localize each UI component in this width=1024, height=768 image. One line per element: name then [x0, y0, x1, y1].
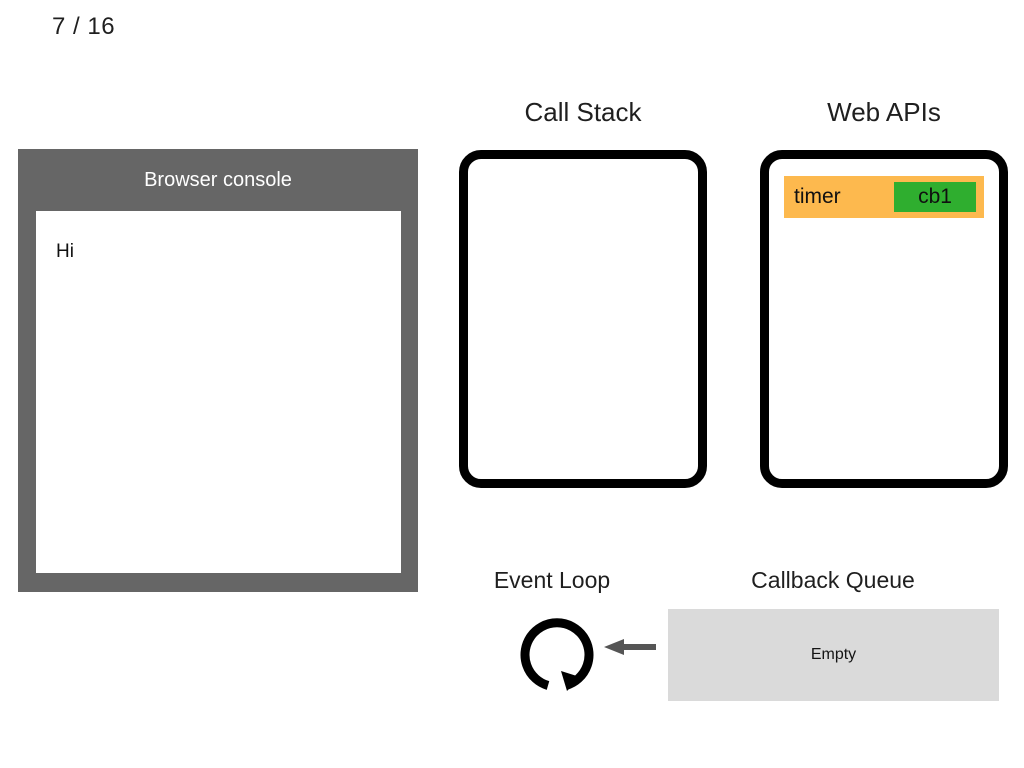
call-stack-title: Call Stack — [524, 97, 642, 127]
slide-counter: 7 / 16 — [52, 13, 116, 40]
call-stack-box — [459, 150, 707, 488]
web-api-entry: timer cb1 — [784, 176, 984, 218]
callback-queue-box: Empty — [668, 609, 999, 701]
callback-queue-status: Empty — [810, 646, 857, 663]
arrow-left-icon — [604, 639, 656, 655]
call-stack-frame-list — [468, 159, 698, 479]
console-line: Hi — [56, 241, 74, 262]
browser-console-title: Browser console — [144, 169, 292, 191]
web-apis-entry-list: timer cb1 — [769, 159, 999, 479]
circular-arrow-icon — [520, 618, 594, 691]
browser-console-panel: Browser console Hi — [18, 149, 418, 592]
web-api-entry-label: timer — [794, 185, 841, 208]
web-apis-title: Web APIs — [827, 97, 941, 127]
callback-queue-title: Callback Queue — [751, 567, 915, 593]
web-api-callback-block: cb1 — [894, 182, 976, 212]
browser-console-output: Hi — [36, 211, 401, 573]
web-apis-box: timer cb1 — [760, 150, 1008, 488]
event-loop-title: Event Loop — [493, 567, 611, 593]
console-line-list: Hi — [56, 239, 393, 265]
